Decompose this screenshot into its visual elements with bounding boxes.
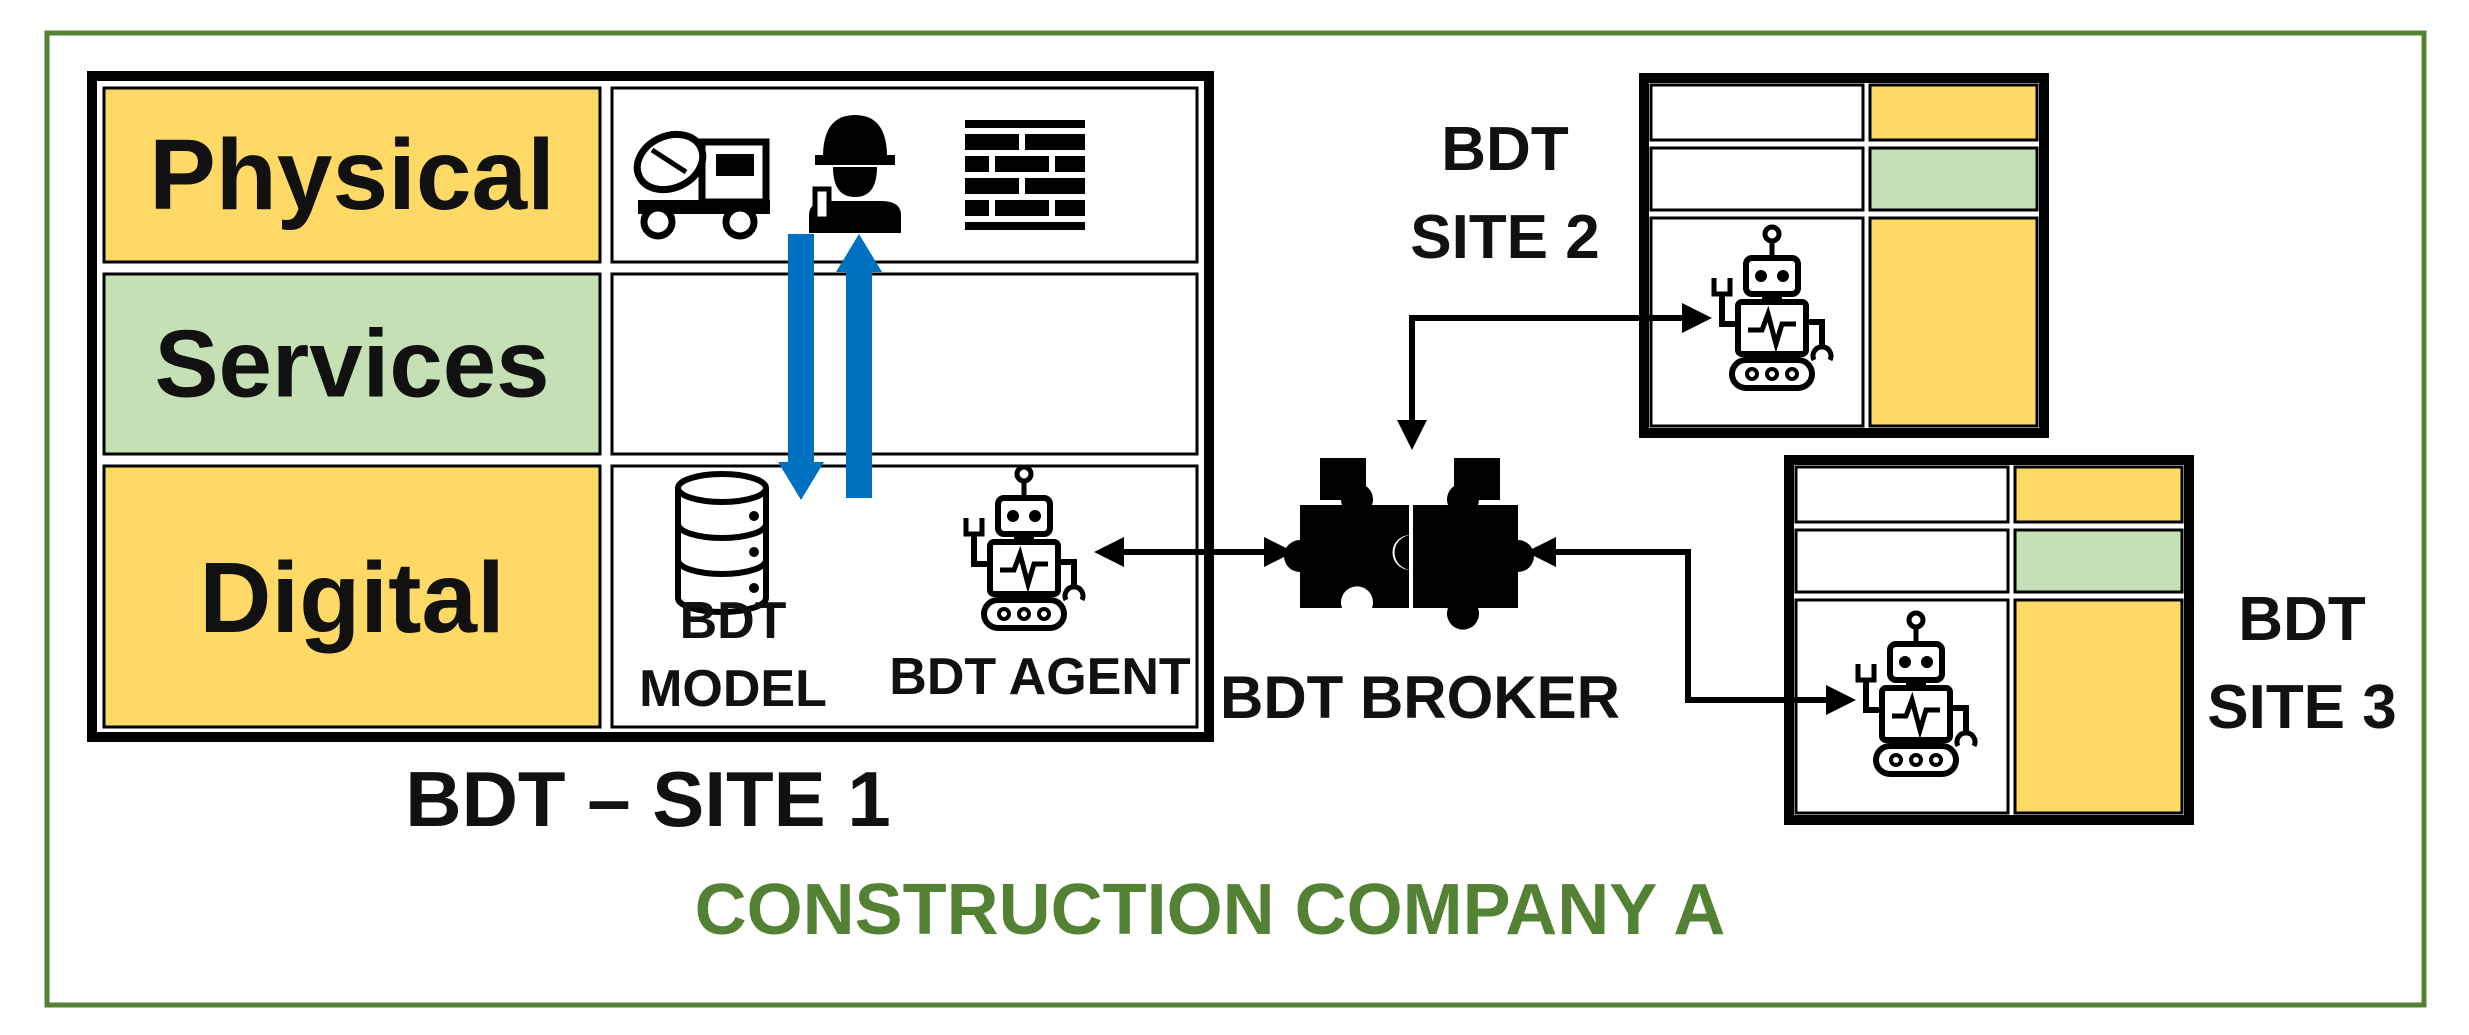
concrete-mixer-truck-icon: [633, 130, 770, 240]
site2-label-line1: BDT: [1441, 115, 1569, 184]
site3-label-line2: SITE 3: [2207, 673, 2397, 742]
site1-title: BDT – SITE 1: [405, 755, 890, 843]
physical-layer-cell: [102, 86, 602, 264]
broker-site2-connector: [1397, 303, 1712, 450]
site2-panel: [1639, 73, 2049, 438]
site3-panel: [1784, 455, 2194, 825]
digital-layer-label: Digital: [199, 542, 505, 654]
services-layer-label: Services: [154, 311, 549, 418]
services-layer-cell: [102, 272, 602, 456]
services-content-cell: [610, 272, 1199, 456]
model-label-line2: MODEL: [639, 660, 827, 718]
database-icon: [675, 471, 769, 615]
physical-to-model-arrow: [778, 234, 824, 500]
site1-panel: Physical Services Digital: [87, 71, 1214, 742]
agent-label: BDT AGENT: [889, 648, 1191, 706]
site3-label-line1: BDT: [2238, 585, 2366, 654]
physical-layer-label: Physical: [149, 119, 555, 231]
site2-label-line2: SITE 2: [1410, 203, 1600, 272]
construction-worker-icon: [809, 115, 901, 233]
model-to-physical-arrow: [836, 234, 882, 498]
broker-site3-connector: [1526, 537, 1856, 715]
broker-puzzle-icon: [1284, 458, 1534, 630]
digital-layer-cell: [102, 464, 602, 729]
brick-wall-icon: [965, 120, 1085, 230]
company-label: CONSTRUCTION COMPANY A: [695, 870, 1726, 950]
model-label-line1: BDT: [680, 592, 787, 650]
broker-label: BDT BROKER: [1220, 664, 1620, 731]
